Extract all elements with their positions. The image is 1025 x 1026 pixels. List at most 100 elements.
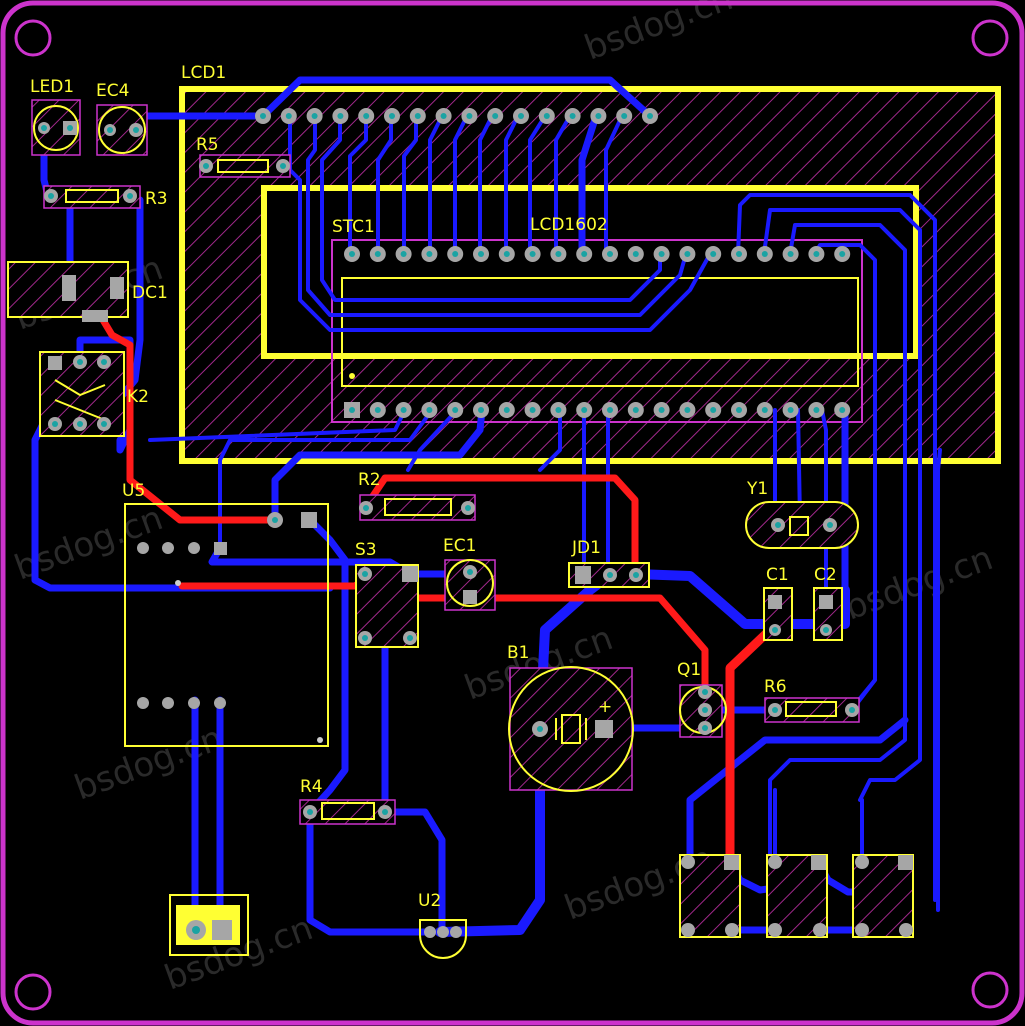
ec4-label: EC4 (96, 81, 129, 101)
pin-hole (529, 407, 536, 413)
pin-hole (581, 251, 588, 257)
r5: R5 (196, 135, 291, 178)
pin-hole (607, 407, 613, 413)
pin-hole (658, 407, 665, 413)
s3: S3 (355, 540, 419, 648)
jd1-label: JD1 (571, 538, 601, 558)
pin-hole (337, 113, 344, 119)
ec1: EC1 (443, 536, 496, 611)
power-connector (169, 894, 249, 956)
pin-hole (478, 251, 484, 257)
pin-hole (400, 251, 407, 257)
pin-hole (555, 407, 562, 413)
c2: C2 (813, 565, 843, 641)
pin-hole (632, 407, 639, 413)
r3-label: R3 (145, 189, 168, 209)
button-right (852, 854, 914, 938)
pin-hole (710, 407, 717, 413)
pin-hole (503, 251, 510, 257)
pin-hole (813, 407, 820, 413)
mounting-hole (971, 971, 1009, 1009)
pin-hole (581, 407, 588, 413)
pin-hole (839, 251, 846, 257)
b1-label: B1 (507, 643, 529, 663)
r6: R6 (764, 677, 860, 723)
lcd1-pins (255, 108, 658, 124)
b1: + B1 (507, 643, 634, 792)
pin-hole (466, 113, 473, 119)
pin-hole (813, 251, 820, 257)
c1-label: C1 (766, 565, 789, 585)
lcd1-label: LCD1 (181, 63, 226, 83)
led1: LED1 (30, 77, 81, 156)
lcd1-outline (179, 86, 1001, 464)
y1: Y1 (745, 479, 859, 549)
pin-hole (440, 113, 447, 119)
pin-hole (529, 251, 536, 257)
mounting-hole (14, 973, 52, 1011)
stc1-label: STC1 (332, 217, 375, 237)
q1-label: Q1 (677, 660, 701, 680)
dc1-label: DC1 (132, 283, 168, 303)
pin-hole (414, 113, 421, 119)
u5: U5 (122, 481, 329, 747)
pin-hole (285, 113, 292, 119)
c2-label: C2 (814, 565, 837, 585)
u2-label: U2 (418, 891, 441, 911)
r5-label: R5 (196, 135, 219, 155)
pin-hole (260, 113, 266, 119)
stc1-pins (344, 246, 851, 418)
pin-hole (839, 407, 846, 413)
pin-hole (736, 407, 742, 413)
led1-label: LED1 (30, 77, 74, 97)
pin-hole (632, 251, 639, 257)
pin-hole (684, 251, 691, 257)
pin-hole (555, 251, 562, 257)
pin-hole (621, 113, 628, 119)
pin-hole (478, 407, 484, 413)
ec4: EC4 (96, 81, 148, 156)
pin-hole (658, 251, 665, 257)
watermark-text: bsdog.cn (69, 718, 228, 808)
pin-hole (503, 407, 510, 413)
dc1: DC1 (7, 261, 168, 322)
mounting-hole (971, 19, 1009, 57)
pin-hole (761, 251, 768, 257)
pin-hole (400, 407, 407, 413)
pin-hole (452, 251, 459, 257)
pin-hole (684, 407, 691, 413)
y1-label: Y1 (746, 479, 768, 499)
pin-hole (518, 113, 524, 119)
r6-label: R6 (764, 677, 787, 697)
r2-label: R2 (358, 470, 381, 490)
s3-label: S3 (355, 540, 377, 560)
pin-hole (389, 113, 395, 119)
pin-hole (374, 251, 381, 257)
pin-hole (647, 113, 653, 119)
pin-hole (349, 407, 355, 413)
r4-label: R4 (300, 777, 323, 797)
pin-hole (426, 251, 433, 257)
pin-hole (736, 251, 742, 257)
pin-hole (710, 251, 717, 257)
pin-hole (607, 251, 613, 257)
mounting-hole (14, 19, 52, 57)
button-middle (766, 854, 828, 938)
pin-hole (787, 251, 794, 257)
pin-hole (311, 113, 318, 119)
u5-label: U5 (122, 481, 145, 501)
pin-hole (426, 407, 433, 413)
c1: C1 (763, 565, 793, 641)
lcd1602-label: LCD1602 (530, 215, 608, 235)
ec1-label: EC1 (443, 536, 476, 556)
pin-hole (595, 113, 602, 119)
lcd1-window-outline (261, 185, 919, 359)
k2-label: K2 (127, 387, 149, 407)
pin-hole (363, 113, 370, 119)
button-left (679, 854, 741, 938)
k2: K2 (39, 351, 149, 437)
r4: R4 (299, 777, 396, 825)
